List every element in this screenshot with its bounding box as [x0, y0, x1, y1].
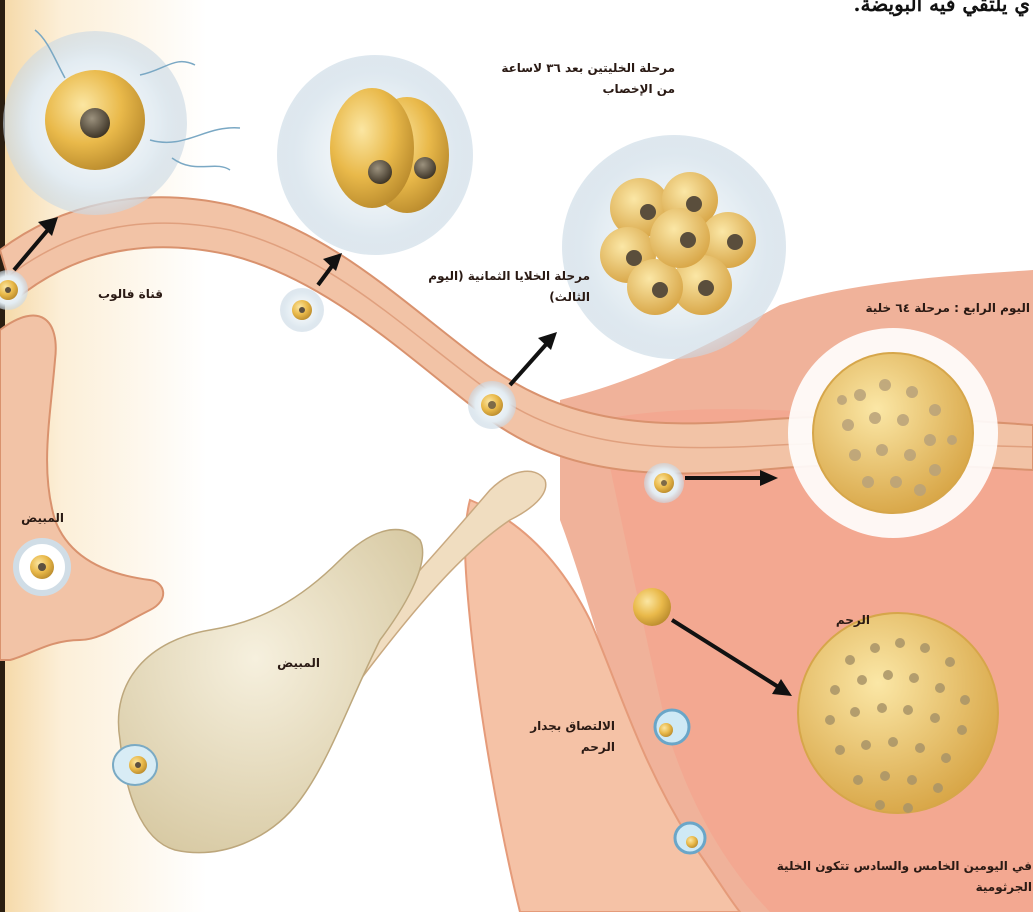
tube-cell-2: [280, 288, 324, 332]
ovary-follicle: [113, 745, 157, 785]
label-ovary-center: المبيض: [260, 653, 320, 674]
blastocyst-small-1: [655, 710, 689, 744]
label-implantation: الالتصاق بجدار الرحم: [500, 716, 615, 758]
label-ovary-left: المبيض: [4, 508, 64, 529]
label-two-cell: مرحلة الخليتين بعد ٣٦ لاساعة من الإخصاب: [480, 58, 675, 100]
label-blastocyst: في اليومين الخامس والسادس تتكون الخلية ا…: [760, 856, 1032, 898]
label-uterus: الرحم: [810, 610, 870, 631]
blastocyst-callout: [798, 613, 998, 813]
ovary-left-follicle: [16, 541, 68, 593]
page-heading: ي يلتقي فيه البويضة.: [760, 0, 1030, 16]
uterus-cell-1: [644, 463, 684, 503]
eight-cell-callout: [562, 135, 786, 359]
tube-cell-3: [468, 381, 516, 429]
label-day4: اليوم الرابع : مرحلة ٦٤ خلية: [800, 298, 1030, 319]
uterus-cell-2: [633, 588, 671, 626]
two-cell-callout: [277, 55, 473, 255]
sixty-four-cell-callout: [788, 328, 998, 538]
label-fallopian-tube: قناة فالوب: [78, 284, 163, 305]
blastocyst-small-2: [675, 823, 705, 853]
label-eight-cell: مرحلة الخلايا الثمانية (اليوم الثالث): [415, 266, 590, 308]
